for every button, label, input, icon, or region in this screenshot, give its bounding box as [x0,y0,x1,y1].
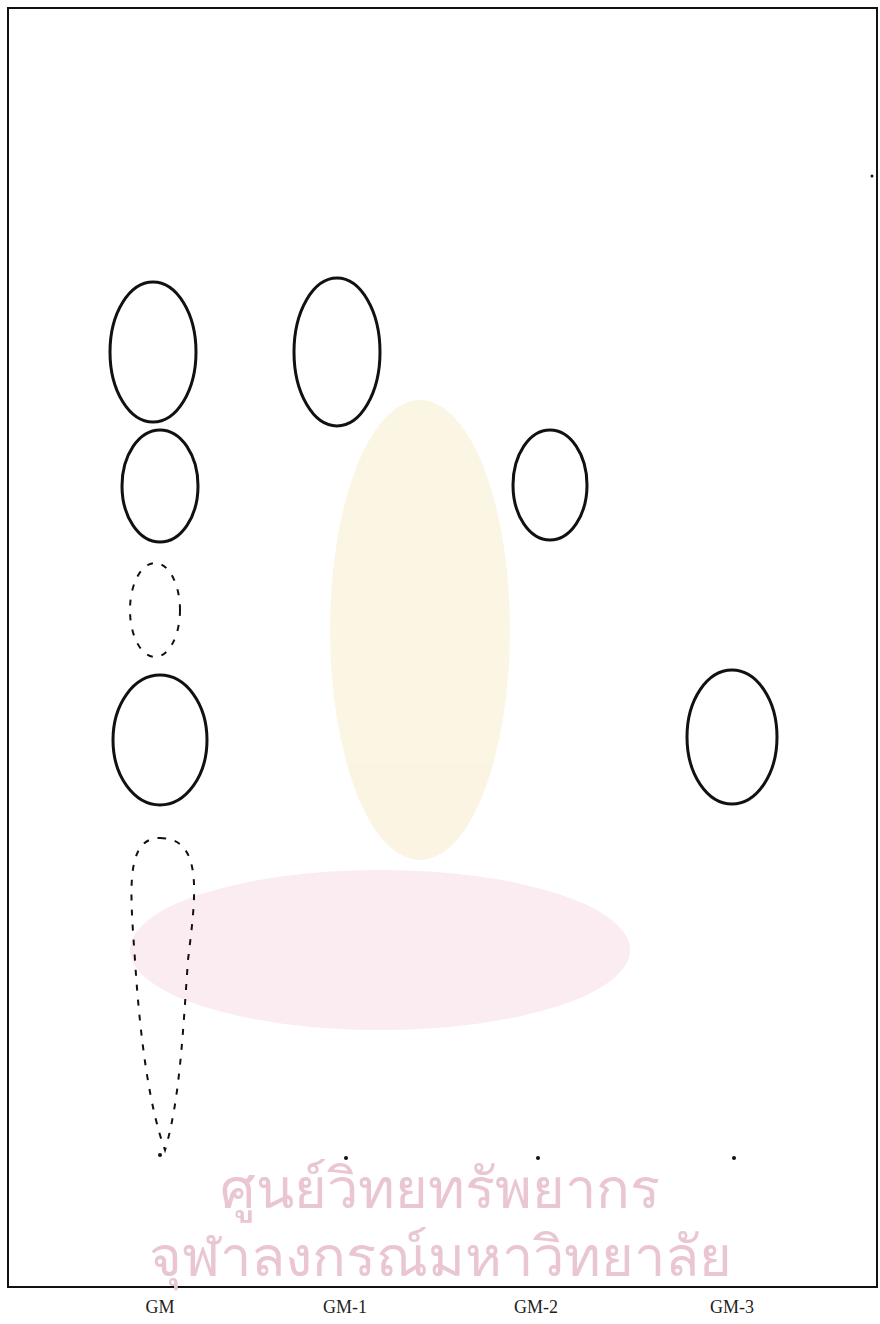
plate-border [8,8,877,1287]
dot [871,175,874,178]
origin-dot [732,1156,736,1160]
spot [513,430,587,540]
spot [687,670,777,804]
spot [110,282,196,422]
lane-label: GM-3 [710,1298,754,1318]
spot [113,675,207,805]
spot [122,430,198,542]
lane-label: GM [145,1298,174,1318]
streak [131,838,194,1150]
lane-label: GM-1 [323,1298,367,1318]
faint-spots [130,563,194,1150]
spot [294,278,380,426]
watermark-text: จุฬาลงกรณ์มหาวิทยาลัย [149,1226,732,1288]
lane-label: GM-2 [514,1298,558,1318]
spots [110,278,777,805]
origin-points [158,175,874,1161]
watermark-text: ศูนย์วิทยทรัพยากร [220,1158,660,1220]
origin-dot [158,1153,162,1157]
faint-spot [130,563,180,657]
